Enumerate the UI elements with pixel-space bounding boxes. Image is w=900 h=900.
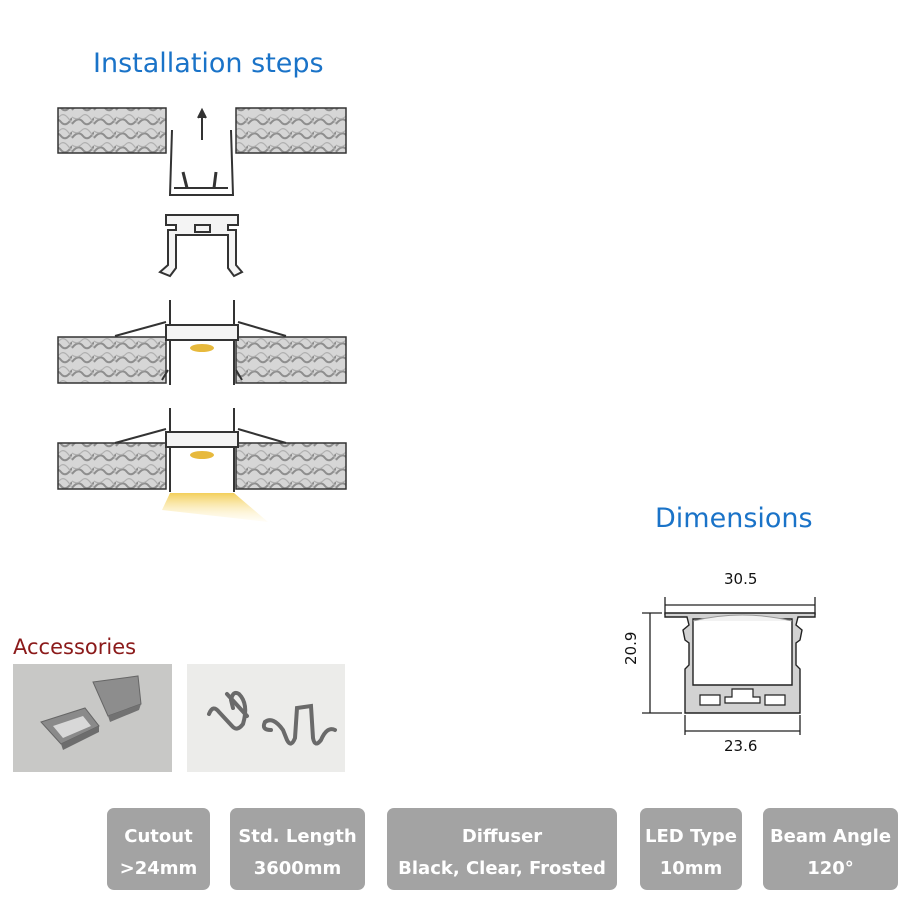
dimension-drawing bbox=[642, 597, 816, 735]
dim-bottom-width: 23.6 bbox=[724, 737, 758, 755]
step-1-led-profile bbox=[158, 214, 244, 278]
spec-cutout-value: >24mm bbox=[119, 858, 198, 879]
dim-top-width: 30.5 bbox=[724, 570, 758, 588]
step-3-light-beam bbox=[162, 451, 268, 522]
accessory-end-caps-photo bbox=[13, 664, 172, 772]
step-1-clip-profile bbox=[168, 107, 235, 196]
spec-length-value: 3600mm bbox=[253, 858, 342, 879]
spec-length-label: Std. Length bbox=[238, 826, 357, 847]
step-2-led-spark bbox=[190, 344, 214, 352]
dim-height: 20.9 bbox=[622, 631, 640, 665]
installation-diagram bbox=[57, 107, 347, 522]
spec-beam-angle: Beam Angle 120° bbox=[763, 808, 898, 890]
spec-diffuser-label: Diffuser bbox=[461, 826, 543, 847]
step-2-installed-profile bbox=[114, 300, 287, 385]
spec-length: Std. Length 3600mm bbox=[230, 808, 365, 890]
spec-beam-angle-value: 120° bbox=[807, 858, 854, 879]
spec-led-type-label: LED Type bbox=[645, 826, 737, 847]
spec-diffuser: Diffuser Black, Clear, Frosted bbox=[387, 808, 617, 890]
installation-steps-title: Installation steps bbox=[93, 48, 324, 79]
spec-led-type: LED Type 10mm bbox=[640, 808, 742, 890]
spec-beam-angle-label: Beam Angle bbox=[769, 826, 892, 847]
accessory-clips-photo bbox=[187, 664, 345, 772]
step-3-ceiling bbox=[57, 442, 347, 490]
step-3-installed-profile bbox=[114, 408, 287, 492]
spec-led-type-value: 10mm bbox=[659, 858, 723, 879]
dimensions-title: Dimensions bbox=[655, 503, 813, 534]
step-1-ceiling bbox=[57, 107, 347, 154]
accessories-title: Accessories bbox=[13, 635, 137, 659]
step-2-ceiling bbox=[57, 336, 347, 384]
spec-diffuser-value: Black, Clear, Frosted bbox=[398, 858, 606, 879]
spec-cutout: Cutout >24mm bbox=[107, 808, 210, 890]
spec-cutout-label: Cutout bbox=[124, 826, 193, 847]
